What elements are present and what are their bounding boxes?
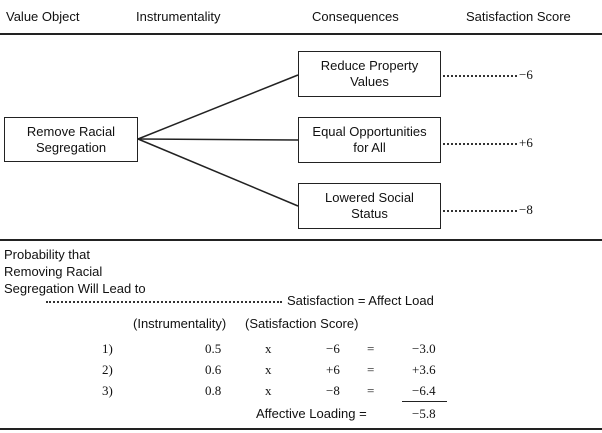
- connector-line-1: [137, 74, 299, 140]
- consequence-box-2: Equal Opportunities for All: [298, 117, 441, 163]
- row-result: +3.6: [412, 362, 436, 377]
- dotted-leader-3: [443, 210, 517, 212]
- row-times: x: [265, 383, 272, 398]
- row-times: x: [265, 341, 272, 356]
- row-score: −8: [326, 383, 340, 398]
- dotted-leader-2: [443, 143, 517, 145]
- sum-underline: [402, 401, 447, 402]
- column-satisfaction-score: (Satisfaction Score): [245, 316, 359, 331]
- header-rule: [0, 33, 602, 35]
- satisfaction-score-1: −6: [519, 67, 533, 82]
- row-number: 1): [102, 341, 113, 356]
- probability-dotted-line: [46, 301, 282, 303]
- row-probability: 0.6: [205, 362, 222, 377]
- row-result: −3.0: [412, 341, 436, 356]
- consequence-label-3: Lowered Social Status: [325, 190, 414, 221]
- satisfaction-score-3: −8: [519, 202, 533, 217]
- row-score: −6: [326, 341, 340, 356]
- row-number: 2): [102, 362, 113, 377]
- consequence-box-1: Reduce Property Values: [298, 51, 441, 97]
- probability-label: Probability that Removing Racial Segrega…: [4, 247, 146, 296]
- row-equals: =: [367, 383, 375, 398]
- affective-loading-label: Affective Loading =: [256, 406, 367, 421]
- affective-loading-value: −5.8: [412, 406, 436, 421]
- consequence-box-3: Lowered Social Status: [298, 183, 441, 229]
- consequence-label-2: Equal Opportunities for All: [312, 124, 427, 155]
- equation-label: Satisfaction = Affect Load: [287, 293, 434, 308]
- satisfaction-score-2: +6: [519, 135, 533, 150]
- row-equals: =: [367, 341, 375, 356]
- row-probability: 0.5: [205, 341, 222, 356]
- consequence-label-1: Reduce Property Values: [320, 58, 419, 89]
- header-value-object: Value Object: [6, 9, 80, 24]
- section-rule: [0, 239, 602, 241]
- bottom-rule: [0, 428, 602, 430]
- row-result: −6.4: [412, 383, 436, 398]
- value-object-label: Remove Racial Segregation: [26, 123, 116, 155]
- row-equals: =: [367, 362, 375, 377]
- header-consequences: Consequences: [312, 9, 399, 24]
- header-satisfaction-score: Satisfaction Score: [466, 9, 571, 24]
- column-instrumentality: (Instrumentality): [133, 316, 227, 331]
- dotted-leader-1: [443, 75, 517, 77]
- value-object-box: Remove Racial Segregation: [4, 117, 138, 162]
- row-probability: 0.8: [205, 383, 222, 398]
- connector-line-2: [137, 138, 299, 141]
- connector-line-3: [137, 138, 299, 207]
- header-instrumentality: Instrumentality: [136, 9, 221, 24]
- row-number: 3): [102, 383, 113, 398]
- row-score: +6: [326, 362, 340, 377]
- row-times: x: [265, 362, 272, 377]
